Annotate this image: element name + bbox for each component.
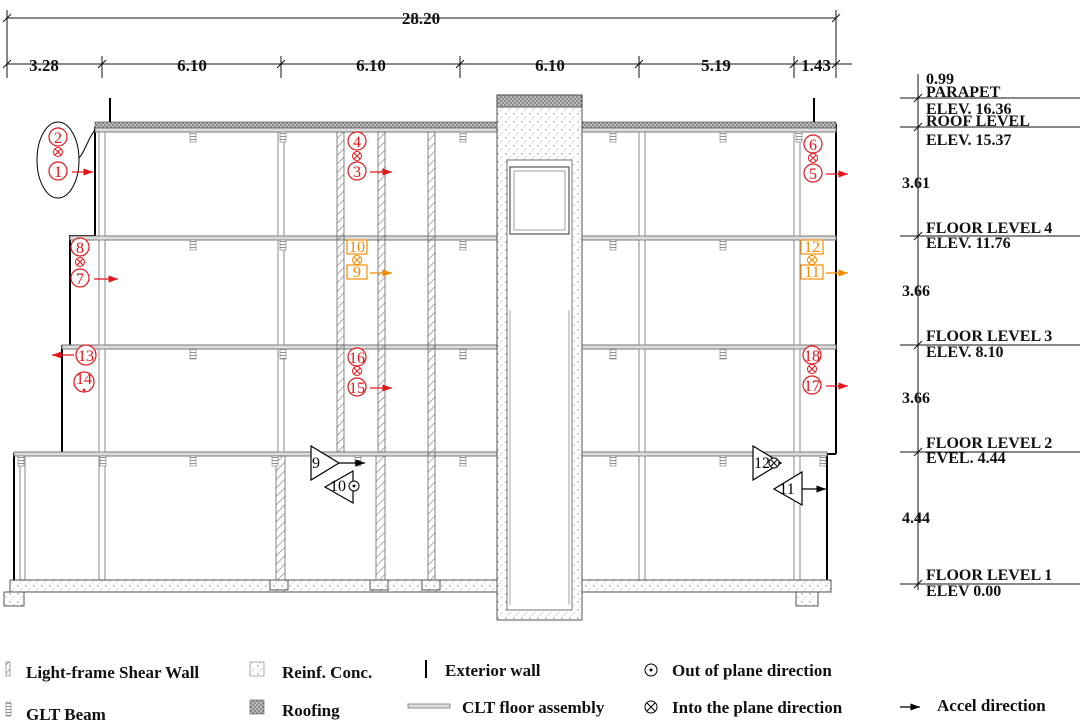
sensor-5: 5 [809, 166, 817, 183]
glt-beam-swatch [5, 701, 12, 717]
floor-level-2-elevation: EVEL. 4.44 [926, 450, 1006, 467]
columns [19, 131, 801, 581]
sensor-group-f3-center: 16 15 [347, 347, 392, 397]
roofing-right [581, 121, 837, 129]
sensor-17: 17 [804, 378, 820, 395]
level-dimension-line [900, 74, 1080, 590]
legend-glt-beam: GLT Beam [26, 705, 106, 724]
sensor-group-f4-right: 12 11 [800, 239, 848, 281]
bay-width-3: 6.10 [356, 56, 386, 75]
ground-sensor-group-left: 9 10 [310, 444, 365, 505]
sensor-group-roof-center: 4 3 [347, 131, 392, 181]
sensor-group-f3-left: 13 14 [52, 344, 97, 393]
bay-dimension-line [2, 56, 852, 78]
sensor-16: 16 [349, 350, 365, 367]
parapet-elevation: ELEV. 16.36 [926, 101, 1012, 118]
ground-sensor-12: 12 [754, 455, 770, 472]
legend-shear-wall: Light-frame Shear Wall [26, 663, 199, 682]
out-of-plane-icon [644, 663, 658, 677]
legend-reinf-conc: Reinf. Conc. [282, 663, 372, 682]
sensor-7: 7 [76, 271, 84, 288]
roofing-swatch [249, 699, 265, 715]
floor-level-2-label: FLOOR LEVEL 2 [926, 435, 1052, 452]
shear-wall-swatch [5, 661, 11, 677]
roofing-left [94, 121, 498, 129]
legend-roofing: Roofing [282, 701, 340, 720]
glt-beams [17, 131, 827, 467]
sensor-2: 2 [54, 130, 62, 147]
sensor-3: 3 [353, 164, 361, 181]
sensor-group-roof-right: 6 5 [803, 134, 848, 183]
light-frame-shear-walls [275, 131, 436, 581]
ground-sensor-9: 9 [312, 455, 320, 472]
clt-floor-swatch [407, 703, 451, 709]
legend: Light-frame Shear Wall Reinf. Conc. Exte… [5, 660, 1046, 724]
bay-width-4: 6.10 [535, 56, 565, 75]
legend-out-of-plane: Out of plane direction [672, 661, 832, 680]
sensor-12: 12 [804, 239, 820, 256]
legend-exterior-wall: Exterior wall [445, 661, 541, 680]
foundation [3, 579, 832, 607]
sensor-group-f4-center: 10 9 [346, 239, 392, 281]
sensor-group-roof-left: 2 1 [36, 121, 96, 199]
bay-width-6: 1.43 [801, 56, 831, 75]
sensor-1: 1 [54, 164, 62, 181]
sensor-6: 6 [809, 137, 817, 154]
sensor-10: 10 [349, 239, 365, 256]
parapet-height: 0.99 [926, 71, 954, 88]
sensor-18: 18 [804, 348, 820, 365]
bay-width-2: 6.10 [177, 56, 207, 75]
bay-width-1: 3.28 [29, 56, 59, 75]
sensor-8: 8 [76, 240, 84, 257]
height-storey-4: 3.61 [902, 175, 930, 192]
sensor-4: 4 [353, 134, 361, 151]
floor-level-4-elevation: ELEV. 11.76 [926, 235, 1011, 252]
sensor-15: 15 [349, 380, 365, 397]
bay-width-5: 5.19 [701, 56, 731, 75]
roof-elevation: ELEV. 15.37 [926, 132, 1012, 149]
ground-sensor-group-right: 12 11 [752, 444, 826, 507]
floor-level-3-label: FLOOR LEVEL 3 [926, 328, 1052, 345]
into-plane-icon [644, 700, 658, 714]
ground-sensor-11: 11 [779, 481, 794, 498]
legend-into-plane: Into the plane direction [672, 698, 843, 717]
overall-dimension [2, 10, 841, 60]
sensor-group-f3-right: 18 17 [802, 345, 848, 395]
reinf-conc-swatch [249, 661, 265, 677]
sensor-11: 11 [804, 264, 819, 281]
floor-level-1-elevation: ELEV 0.00 [926, 583, 1001, 600]
legend-clt-floor: CLT floor assembly [462, 698, 605, 717]
floor-level-3-elevation: ELEV. 8.10 [926, 344, 1004, 361]
sensor-9: 9 [353, 264, 361, 281]
legend-accel-direction: Accel direction [937, 696, 1046, 715]
concrete-core [496, 94, 583, 621]
sensor-14: 14 [76, 371, 92, 388]
roof-level-label: ROOF LEVEL [926, 113, 1030, 130]
height-storey-2: 3.66 [902, 390, 930, 407]
sensor-13: 13 [78, 348, 94, 365]
floor-level-4-label: FLOOR LEVEL 4 [926, 220, 1052, 237]
sensor-group-f4-left: 8 7 [70, 237, 118, 288]
height-storey-1: 4.44 [902, 510, 930, 527]
parapet-label: PARAPET [926, 84, 1001, 101]
overall-width-label: 28.20 [402, 9, 440, 28]
exterior-wall [13, 98, 837, 590]
clt-floor-assemblies [13, 127, 837, 457]
height-storey-3: 3.66 [902, 283, 930, 300]
ground-sensor-10: 10 [330, 478, 346, 495]
floor-level-1-label: FLOOR LEVEL 1 [926, 567, 1052, 584]
